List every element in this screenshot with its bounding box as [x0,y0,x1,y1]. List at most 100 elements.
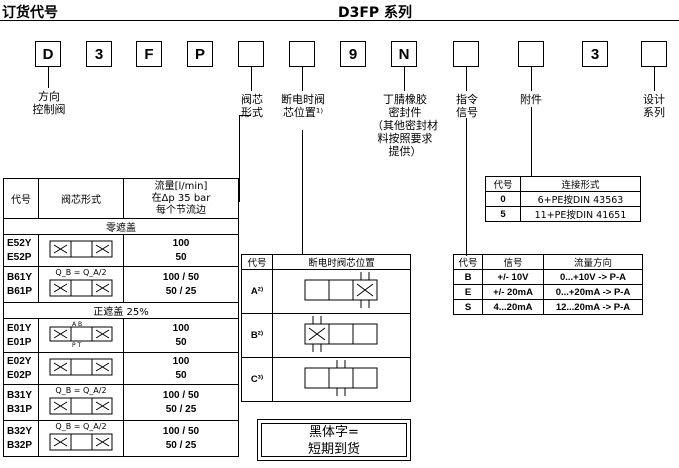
valve-symbol-icon [304,360,377,396]
spool-symbol-icon [49,240,113,258]
spool-symbol: Q_B = Q_A/2 [38,266,124,303]
flow-ratio-label: Q_B = Q_A/2 [55,385,107,395]
sig-signal: +/- 10V [482,269,544,285]
leader-control [48,67,49,88]
leader-signal [466,67,467,91]
label-design-series: 设计系列 [643,93,665,119]
spool-symbol-icon [49,358,113,376]
svg-text:A B: A B [72,321,82,328]
leader-signal-down [466,118,467,256]
code-box-1[interactable]: D [35,41,61,67]
label-control-valve: 方向控制阀 [32,90,66,116]
leader-spool-down [239,115,240,202]
position-table: 代号 断电时阀芯位置 A²⁾ B²⁾ C³⁾ [241,254,411,402]
spool-symbol-icon [49,279,113,296]
spool-symbol [38,234,124,267]
sig-direction: 12...20mA -> P-A [543,299,643,315]
spool-symbol: Q_B = Q_A/2 [38,384,124,421]
sig-code: S [453,299,483,315]
leader-spool [251,67,252,91]
label-seal: 丁腈橡胶密封件（其他密封材 料按照要求提供） [372,93,438,158]
spool-symbol: Q_B = Q_A/2 [38,420,124,457]
code-box-12[interactable] [641,41,667,67]
leader-spool-h [239,115,251,116]
order-code-title: 订货代号 [2,5,58,21]
spool-symbol-icon [49,397,113,414]
bold-note-text: 黑体字=短期到货 [261,423,407,457]
sig-direction: 0...+20mA -> P-A [543,284,643,300]
sig-signal: 4...20mA [482,299,544,315]
valve-symbol-icon [304,272,377,308]
svg-text:P T: P T [72,342,82,348]
main-header-spool: 阀芯形式 [38,178,124,219]
code-box-5[interactable] [238,41,264,67]
sig-header-direction: 流量方向 [543,254,643,270]
conn-code: 0 [485,191,521,207]
flow-ratio-label: Q_B = Q_A/2 [55,267,107,277]
conn-header-code: 代号 [485,176,521,192]
section-zero-lap: 零遮盖 [3,218,239,235]
sig-direction: 0...+10V -> P-A [543,269,643,285]
code-box-3[interactable]: F [136,41,162,67]
section-positive-lap: 正遮盖 25% [3,302,239,319]
bold-note-box: 黑体字=短期到货 [257,419,411,461]
leader-poweroff-down [302,130,303,254]
table-row: B²⁾ [241,313,411,358]
leader-accessory-down [531,107,532,176]
code-box-8[interactable]: N [391,41,417,67]
leader-poweroff [302,67,303,91]
code-box-11[interactable]: 3 [582,41,608,67]
position-symbol-b [272,313,411,358]
main-header-code: 代号 [3,178,39,219]
code-box-10[interactable] [518,41,544,67]
conn-form: 11+PE按DIN 41651 [520,206,641,222]
label-accessories: 附件 [520,93,542,106]
code-box-9[interactable] [453,41,479,67]
label-signal: 指令信号 [456,93,478,119]
conn-form: 6+PE按DIN 43563 [520,191,641,207]
table-row: C³⁾ [241,357,411,402]
sig-code: B [453,269,483,285]
series-title: D3FP 系列 [338,5,413,21]
label-power-off: 断电时阀芯位置¹⁾ [281,93,325,119]
sig-signal: +/- 20mA [482,284,544,300]
flow-ratio-label: Q_B = Q_A/2 [55,421,107,431]
label-spool-type: 阀芯形式 [241,93,263,119]
code-box-6[interactable] [289,41,315,67]
spool-symbol-icon [49,433,113,450]
conn-header-form: 连接形式 [520,176,641,192]
code-box-4[interactable]: P [187,41,213,67]
sig-code: E [453,284,483,300]
position-symbol-c [272,357,411,402]
header-rule [0,20,679,21]
valve-symbol-icon [304,316,377,352]
code-box-7[interactable]: 9 [340,41,366,67]
pos-code: C³⁾ [241,357,273,402]
position-symbol-a [272,269,411,314]
code-box-2[interactable]: 3 [86,41,112,67]
spool-symbol-icon: A B P T [49,321,113,349]
sig-header-signal: 信号 [482,254,544,270]
